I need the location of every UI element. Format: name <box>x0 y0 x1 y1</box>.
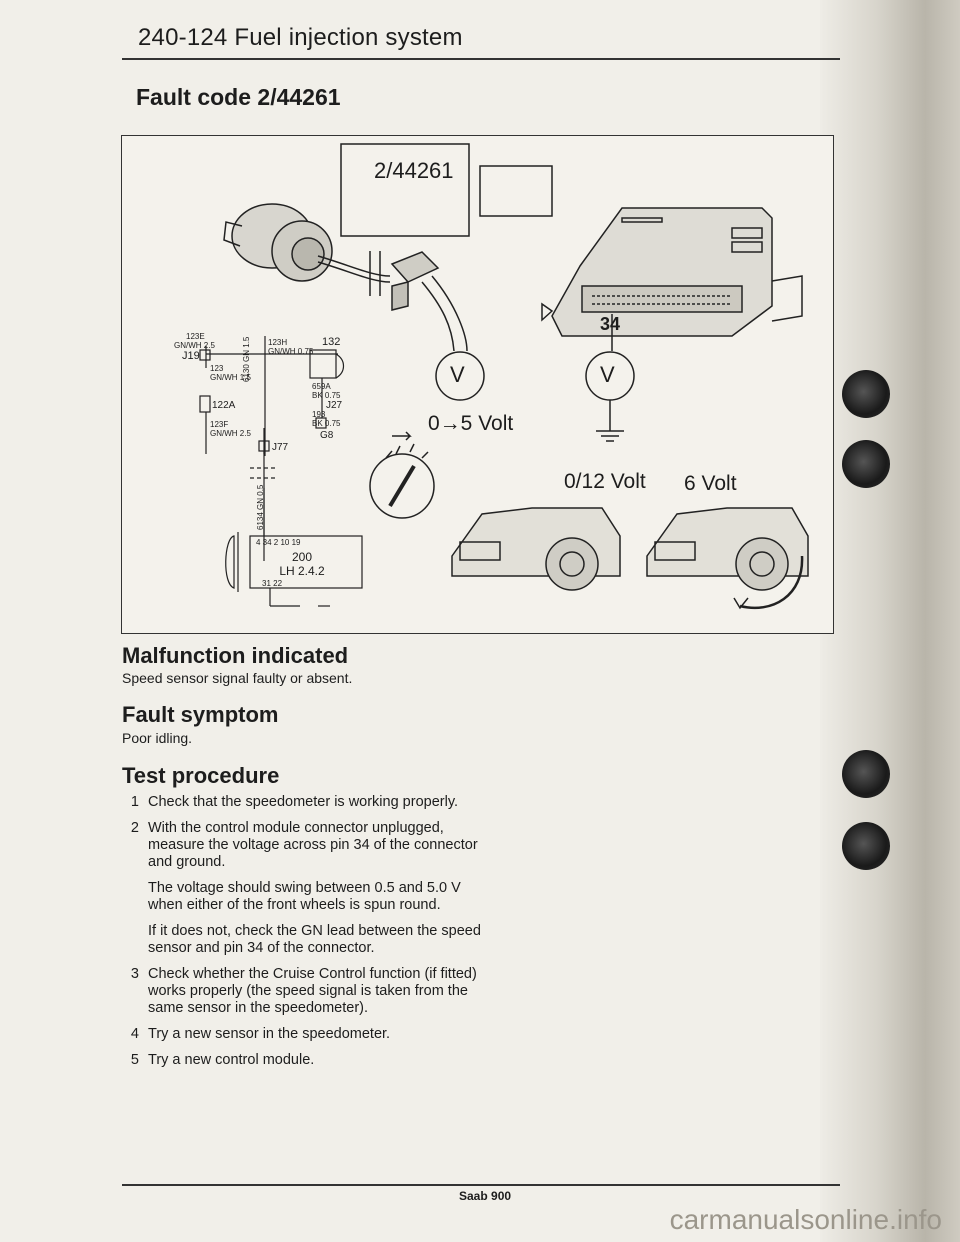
page-header-title: 240-124 Fuel injection system <box>138 24 463 51</box>
step-number: 5 <box>130 1052 139 1068</box>
blank-display-box <box>479 165 553 217</box>
ecu-name: LH 2.4.2 <box>279 564 325 578</box>
car-front-spinning-drawing <box>646 507 809 610</box>
footer-model: Saab 900 <box>459 1189 512 1203</box>
wire-label: BK 0.75 <box>312 419 341 428</box>
step-number: 1 <box>130 794 139 810</box>
wire-label: GN/WH 2.5 <box>174 341 215 350</box>
wire-label: 132 <box>322 336 341 348</box>
procedure-step: 4 Try a new sensor in the speedometer. <box>120 1026 486 1043</box>
malfunction-text: Speed sensor signal faulty or absent. <box>122 670 353 686</box>
step-text: Try a new control module. <box>148 1052 315 1068</box>
test-procedure-heading: Test procedure <box>122 763 280 788</box>
binder-hole <box>842 822 890 870</box>
procedure-step: 3 Check whether the Cruise Control funct… <box>120 966 486 1017</box>
voltage-range-label: 0→5 Volt <box>428 412 514 435</box>
wire-label: 123E <box>186 332 205 341</box>
step-number: 4 <box>130 1026 139 1042</box>
diagram-drawing <box>199 143 809 610</box>
procedure-step: 1 Check that the speedometer is working … <box>120 794 486 811</box>
wiring-schematic <box>199 336 363 607</box>
meter-right-symbol: V <box>600 362 615 387</box>
header-rule <box>122 58 840 60</box>
wire-label: 123H <box>268 338 288 347</box>
ecu-number: 200 <box>291 550 313 564</box>
wire-label: GN/WH 1.5 <box>210 373 251 382</box>
voltmeter-left <box>435 351 485 401</box>
step-text: Check whether the Cruise Control functio… <box>148 966 477 1016</box>
wire-label: 193 <box>312 410 326 419</box>
meter-left-symbol: V <box>450 362 465 387</box>
pin-number-label: 34 <box>600 314 621 334</box>
step-text: With the control module connector unplug… <box>148 820 478 870</box>
binder-hole <box>842 440 890 488</box>
wire-label: 123F <box>210 420 229 429</box>
wire-label: BK 0.75 <box>312 391 341 400</box>
voltage-spinning-label: 6 Volt <box>684 472 737 495</box>
step-note: If it does not, check the GN lead betwee… <box>148 923 481 956</box>
step-number: 3 <box>130 966 139 982</box>
car-front-still-drawing <box>451 507 621 591</box>
fault-diagram: 2/44261 V V 34 0→5 Volt 0/12 Volt 6 Volt… <box>121 135 834 634</box>
page-binding-edge <box>820 0 960 1242</box>
wire-label: GN/WH 2.5 <box>210 429 251 438</box>
symptom-heading: Fault symptom <box>122 702 279 727</box>
step-note: The voltage should swing between 0.5 and… <box>148 880 461 913</box>
fault-code-box <box>340 143 470 237</box>
procedure-step: 2 With the control module connector unpl… <box>120 820 486 871</box>
wire-label: 122A <box>212 400 236 411</box>
binder-hole <box>842 370 890 418</box>
watermark-text: carmanualsonline.info <box>669 1204 942 1235</box>
fault-code-title: Fault code 2/44261 <box>136 84 341 110</box>
ecu-pins-top: 4 34 2 10 19 <box>256 538 301 547</box>
wire-label: J77 <box>272 442 289 453</box>
test-procedure-list: 1 Check that the speedometer is working … <box>120 794 486 1078</box>
ignition-key-drawing <box>369 431 435 519</box>
wire-label: GN/WH 0.75 <box>268 347 314 356</box>
symptom-text: Poor idling. <box>122 730 193 746</box>
speed-sensor-drawing <box>223 203 391 296</box>
step-number: 2 <box>130 820 139 836</box>
wire-label: 6130 GN 1.5 <box>242 336 251 382</box>
wire-label: G8 <box>320 430 334 441</box>
ecu-pins-bottom: 31 22 <box>262 579 283 588</box>
step-text: Check that the speedometer is working pr… <box>148 794 459 810</box>
wire-label: 6134 GN 0.5 <box>256 484 265 530</box>
procedure-step: 5 Try a new control module. <box>120 1052 486 1069</box>
voltage-still-label: 0/12 Volt <box>564 470 646 493</box>
wire-label: J27 <box>326 400 343 411</box>
control-module-drawing <box>541 207 803 351</box>
step-text: Try a new sensor in the speedometer. <box>148 1026 391 1042</box>
wire-label: 123 <box>210 364 224 373</box>
footer-rule <box>122 1184 840 1186</box>
malfunction-heading: Malfunction indicated <box>122 643 349 668</box>
wire-label: 659A <box>312 382 331 391</box>
binder-hole <box>842 750 890 798</box>
fault-code-box-text: 2/44261 <box>374 158 454 183</box>
sensor-plug <box>390 251 468 352</box>
wire-label: J19 <box>182 350 200 362</box>
